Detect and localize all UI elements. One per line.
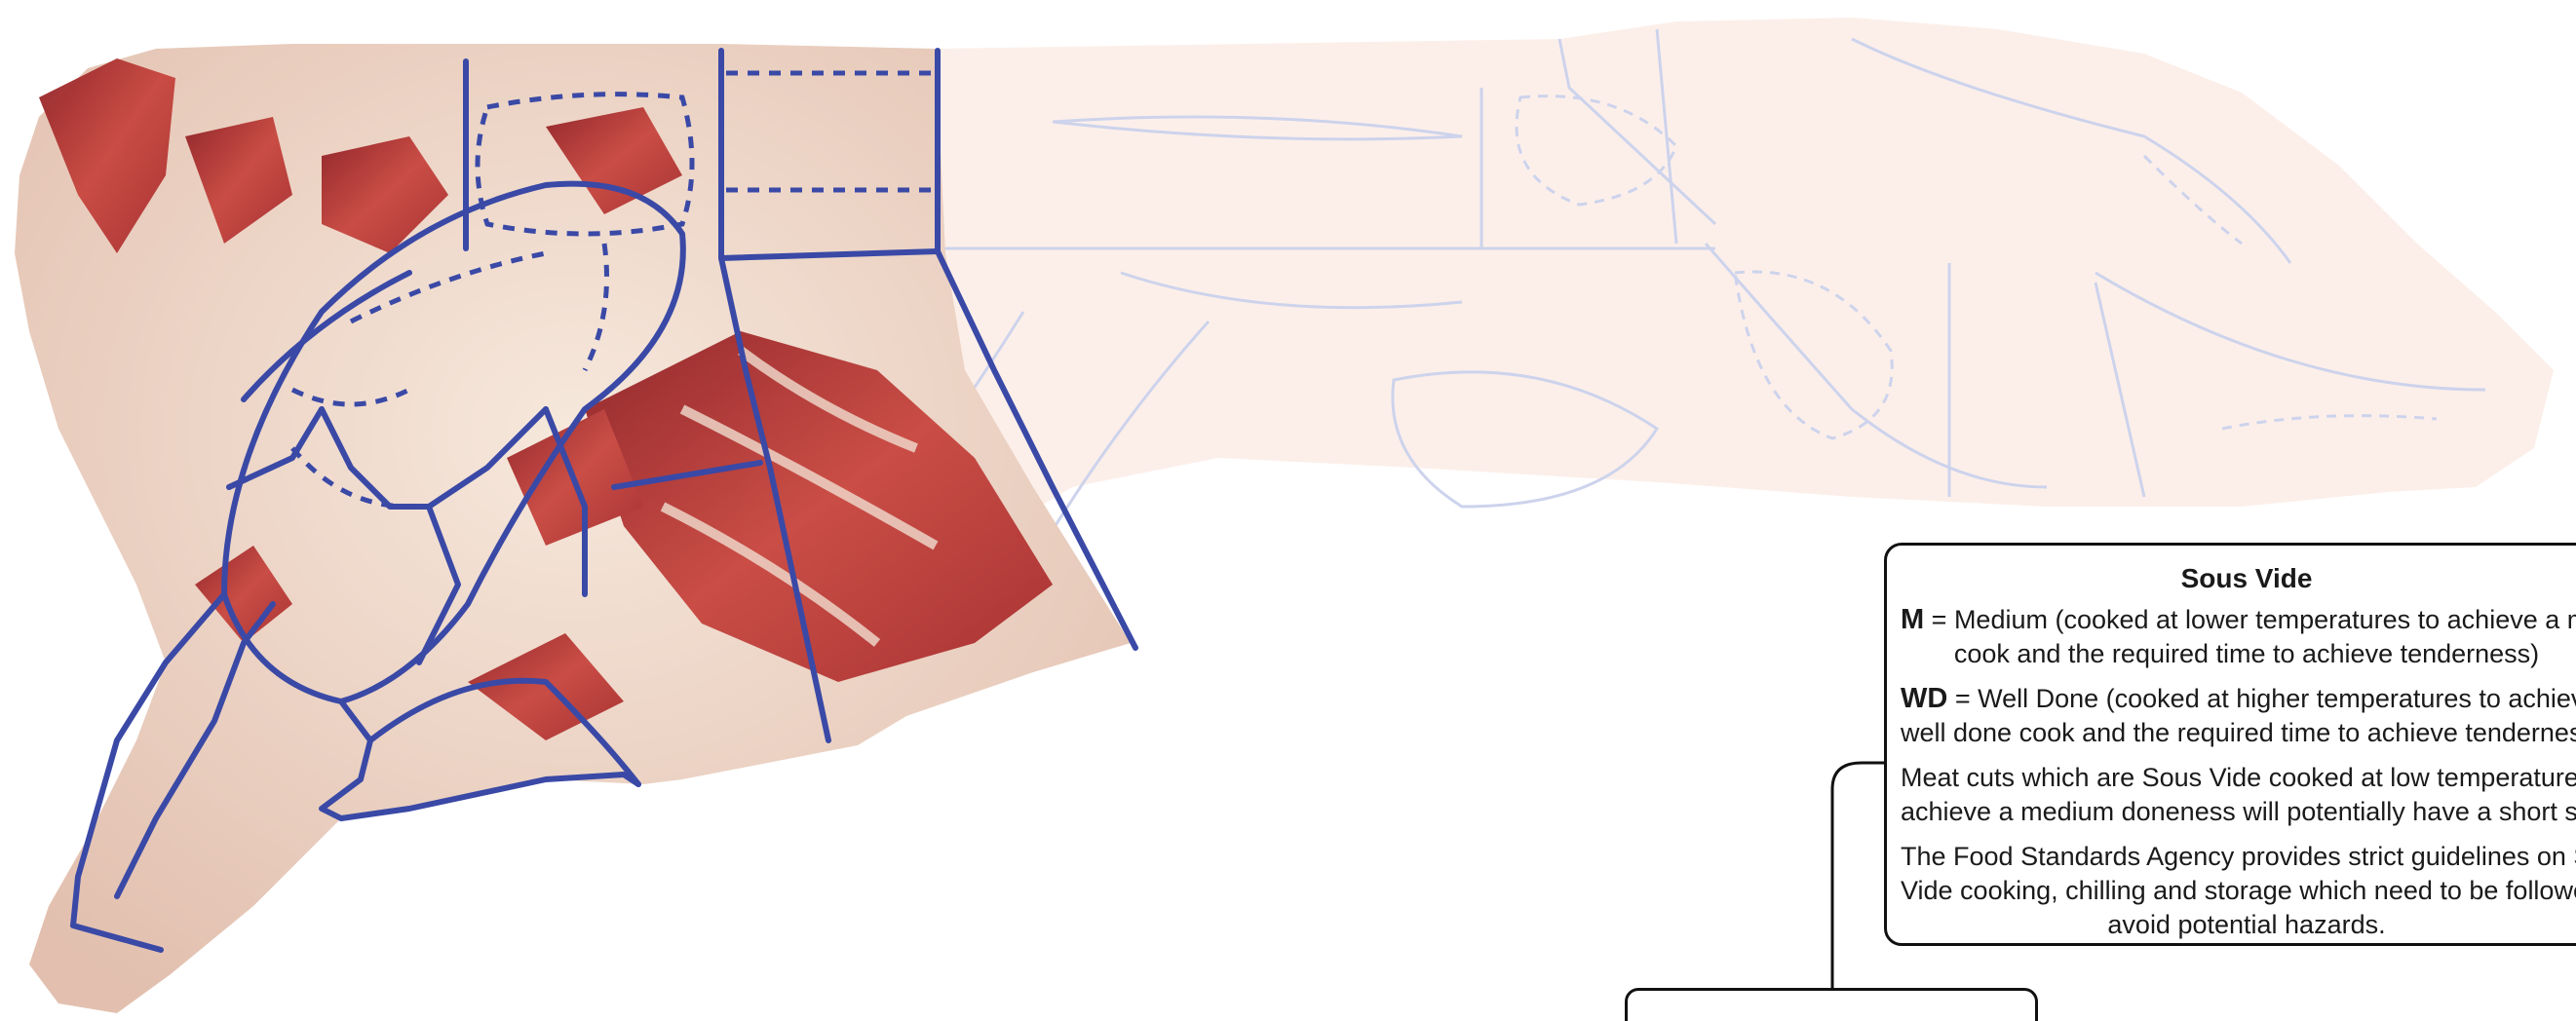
fsa-guidelines-note: The Food Standards Agency provides stric… bbox=[1901, 840, 2576, 942]
sous-vide-info-box: Sous Vide M = Medium (cooked at lower te… bbox=[1884, 543, 2576, 946]
well-done-definition: WD = Well Done (cooked at higher tempera… bbox=[1901, 682, 2576, 750]
fsa-line2: Vide cooking, chilling and storage which… bbox=[1901, 876, 2576, 905]
medium-text-line2: cook and the required time to achieve te… bbox=[1954, 639, 2539, 668]
well-done-text: = Well Done (cooked at higher temperatur… bbox=[1947, 684, 2576, 713]
medium-text: = Medium (cooked at lower temperatures t… bbox=[1924, 605, 2576, 634]
shelf-life-note: Meat cuts which are Sous Vide cooked at … bbox=[1901, 761, 2576, 829]
info-box-title: Sous Vide bbox=[1901, 561, 2576, 595]
well-done-text-line2: well done cook and the required time to … bbox=[1901, 718, 2576, 747]
bottom-label-box bbox=[1625, 988, 2038, 1021]
medium-definition: M = Medium (cooked at lower temperatures… bbox=[1901, 603, 2576, 671]
medium-abbr: M bbox=[1901, 604, 1924, 635]
fsa-line1: The Food Standards Agency provides stric… bbox=[1901, 842, 2576, 871]
shelf-life-line1: Meat cuts which are Sous Vide cooked at … bbox=[1901, 763, 2576, 792]
shelf-life-line2: achieve a medium doneness will potential… bbox=[1901, 797, 2576, 826]
fsa-line3: avoid potential hazards. bbox=[2107, 910, 2385, 939]
well-done-abbr: WD bbox=[1901, 683, 1947, 714]
